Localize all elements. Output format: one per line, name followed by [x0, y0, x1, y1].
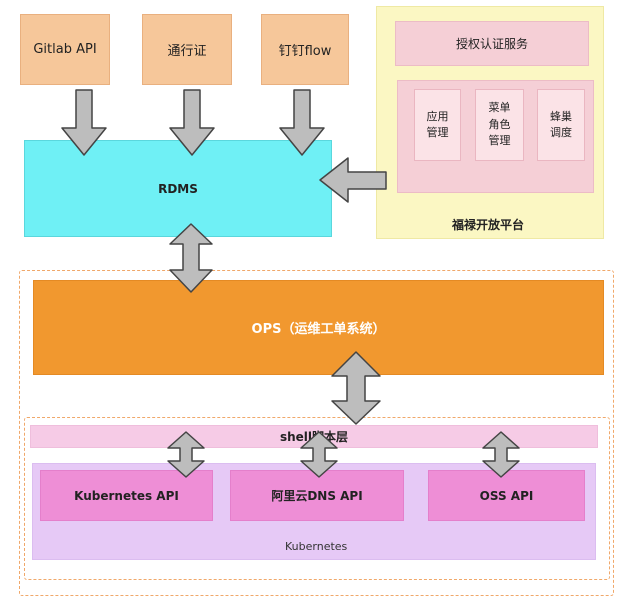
module-app-management: 应用 管理 [414, 89, 461, 161]
arrow-shell-oss-api [482, 431, 520, 478]
platform-title: 福禄开放平台 [452, 218, 525, 232]
source-gitlab-api: Gitlab API [20, 14, 110, 85]
ops-box: OPS（运维工单系统） [33, 280, 604, 375]
arrow-ops-shell [331, 351, 381, 425]
arrow-shell-dns-api [300, 431, 338, 478]
arrow-rdms-ops [169, 223, 213, 293]
arrow-passport-to-rdms [169, 89, 215, 156]
oss-api-box: OSS API [428, 470, 585, 521]
ops-area-border [19, 270, 614, 596]
source-passport: 通行证 [142, 14, 232, 85]
module-menu-role-management: 菜单 角色 管理 [475, 89, 524, 161]
kubernetes-label: Kubernetes [285, 540, 348, 553]
auth-service-box: 授权认证服务 [395, 21, 589, 66]
arrow-gitlab-to-rdms [61, 89, 107, 156]
kubernetes-api-box: Kubernetes API [40, 470, 213, 521]
arrow-shell-k8s-api [167, 431, 205, 478]
arrow-dingtalk-to-rdms [279, 89, 325, 156]
arrow-platform-to-rdms [319, 157, 387, 203]
module-hive-scheduling: 蜂巢 调度 [537, 89, 585, 161]
shell-area-border [24, 417, 610, 580]
source-dingtalk-flow: 钉钉flow [261, 14, 349, 85]
